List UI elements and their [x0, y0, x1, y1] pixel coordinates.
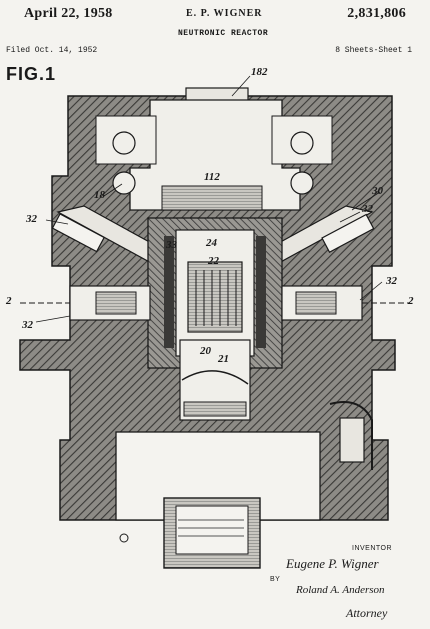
beam-tubes — [20, 285, 410, 321]
upper-voids — [95, 115, 333, 195]
patent-date: April 22, 1958 — [24, 6, 113, 21]
attorney-caption: Attorney — [346, 606, 388, 620]
ref-32: 32 — [22, 319, 33, 331]
figure-label: FIG.1 — [6, 64, 57, 84]
ref-33: 33 — [166, 239, 177, 251]
side-piping — [329, 401, 373, 470]
sheet-count: 8 Sheets-Sheet 1 — [335, 46, 412, 55]
ref-182: 182 — [251, 66, 268, 78]
ref-18: 18 — [94, 189, 105, 201]
inventor-signature: Eugene P. Wigner — [286, 556, 379, 571]
drain-port — [119, 533, 129, 543]
bottom-pit — [115, 431, 321, 569]
ref-112: 112 — [204, 171, 220, 183]
ref-32: 32 — [26, 213, 37, 225]
section-mark-right: 2 — [408, 295, 414, 307]
ref-30: 30 — [372, 185, 383, 197]
inventor-caption: INVENTOR — [352, 545, 393, 552]
ref-22: 22 — [208, 255, 219, 267]
lower-chamber — [179, 339, 251, 421]
patent-title: NEUTRONIC REACTOR — [178, 29, 269, 38]
filed-date: Filed Oct. 14, 1952 — [6, 46, 98, 55]
ref-21: 21 — [218, 353, 229, 365]
by-caption: BY — [270, 576, 281, 583]
patent-number: 2,831,806 — [347, 6, 406, 21]
leader-lines — [35, 75, 383, 323]
ref-32: 32 — [386, 275, 397, 287]
ref-20: 20 — [200, 345, 211, 357]
attorney-signature: Roland A. Anderson — [296, 584, 385, 596]
ref-32: 32 — [362, 203, 373, 215]
ref-24: 24 — [206, 237, 217, 249]
core-assembly — [147, 217, 283, 369]
inventor-name: E. P. WIGNER — [186, 8, 263, 19]
section-mark-left: 2 — [6, 295, 12, 307]
